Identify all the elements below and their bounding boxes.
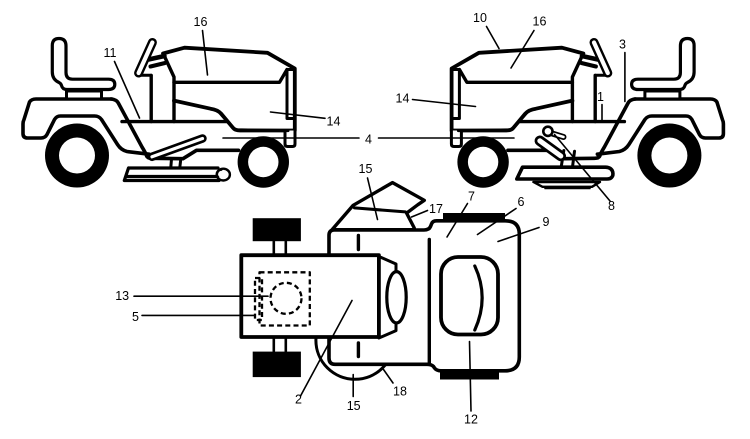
svg-text:11: 11 (104, 46, 117, 60)
svg-text:2: 2 (295, 393, 302, 407)
svg-text:16: 16 (533, 15, 547, 29)
svg-text:16: 16 (194, 15, 208, 29)
svg-text:7: 7 (468, 190, 475, 204)
svg-text:17: 17 (429, 202, 443, 216)
svg-text:9: 9 (543, 215, 550, 229)
svg-text:5: 5 (132, 310, 139, 324)
svg-text:10: 10 (473, 11, 487, 25)
svg-text:13: 13 (115, 289, 129, 303)
svg-text:4: 4 (365, 133, 372, 147)
svg-text:3: 3 (619, 38, 626, 52)
svg-text:14: 14 (327, 115, 341, 129)
svg-text:14: 14 (396, 92, 410, 106)
svg-text:1: 1 (597, 90, 604, 104)
svg-text:12: 12 (464, 413, 478, 427)
svg-text:8: 8 (608, 199, 615, 213)
svg-text:15: 15 (347, 399, 361, 413)
svg-text:18: 18 (393, 384, 407, 398)
svg-text:6: 6 (518, 195, 525, 209)
svg-text:15: 15 (359, 162, 373, 176)
